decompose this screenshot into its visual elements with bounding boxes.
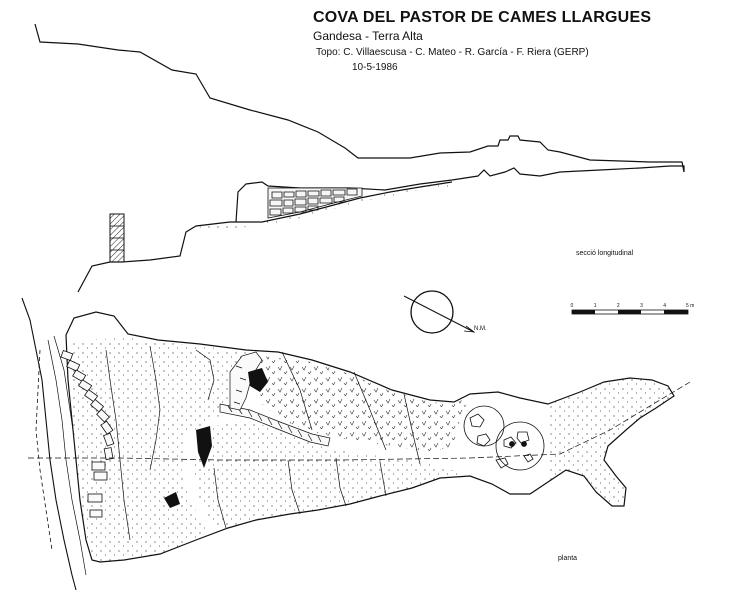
scale-tick-label: 1 [594, 303, 597, 309]
survey-date: 10-5-1986 [352, 62, 398, 73]
plan-label: planta [558, 555, 578, 562]
survey-title: COVA DEL PASTOR DE CAMES LLARGUES [313, 9, 652, 26]
north-label: N.M. [474, 326, 487, 332]
survey-location: Gandesa - Terra Alta [313, 29, 423, 43]
plan-outer-edge [21, 297, 77, 591]
plan-rocks [463, 405, 545, 471]
section-floor-fill [200, 182, 452, 230]
scale-tick-label: 2 [617, 303, 620, 309]
scale-tick-label: 5 m [686, 303, 694, 309]
plan-view [21, 297, 691, 591]
scale-tick-label: 4 [663, 303, 666, 309]
survey-credits: Topo: C. Villaescusa - C. Mateo - R. Gar… [316, 47, 589, 58]
plan-pit-2 [196, 426, 212, 468]
plan-tick-zone [258, 356, 470, 452]
longitudinal-section [34, 23, 685, 293]
plan-stipple-rear [194, 420, 470, 528]
plan-stone-wall [60, 349, 115, 518]
scale-tick-label: 3 [640, 303, 643, 309]
cave-ceiling [235, 165, 685, 223]
scale-bar: 0 1 2 3 4 5 m [571, 303, 695, 315]
title-block: COVA DEL PASTOR DE CAMES LLARGUES Gandes… [300, 8, 730, 74]
section-stone-wall [267, 187, 363, 219]
plan-survey-line [28, 381, 691, 461]
plan-contours [105, 345, 421, 541]
scale-tick-labels: 0 1 2 3 4 5 m [571, 303, 695, 309]
plan-rear-chamber [548, 378, 674, 506]
plan-pit-1 [248, 368, 268, 392]
scale-tick-label: 0 [571, 303, 574, 309]
north-arrow [403, 290, 476, 334]
plan-stipple-front [70, 338, 246, 562]
cave-floor [77, 181, 453, 293]
plan-inner-wall [219, 403, 331, 447]
plan-outer-edge-dashed [35, 349, 53, 551]
surface-profile [34, 23, 685, 173]
section-entrance-pillar [109, 213, 125, 263]
section-label: secció longitudinal [576, 250, 634, 257]
plan-pit-3 [164, 492, 180, 508]
